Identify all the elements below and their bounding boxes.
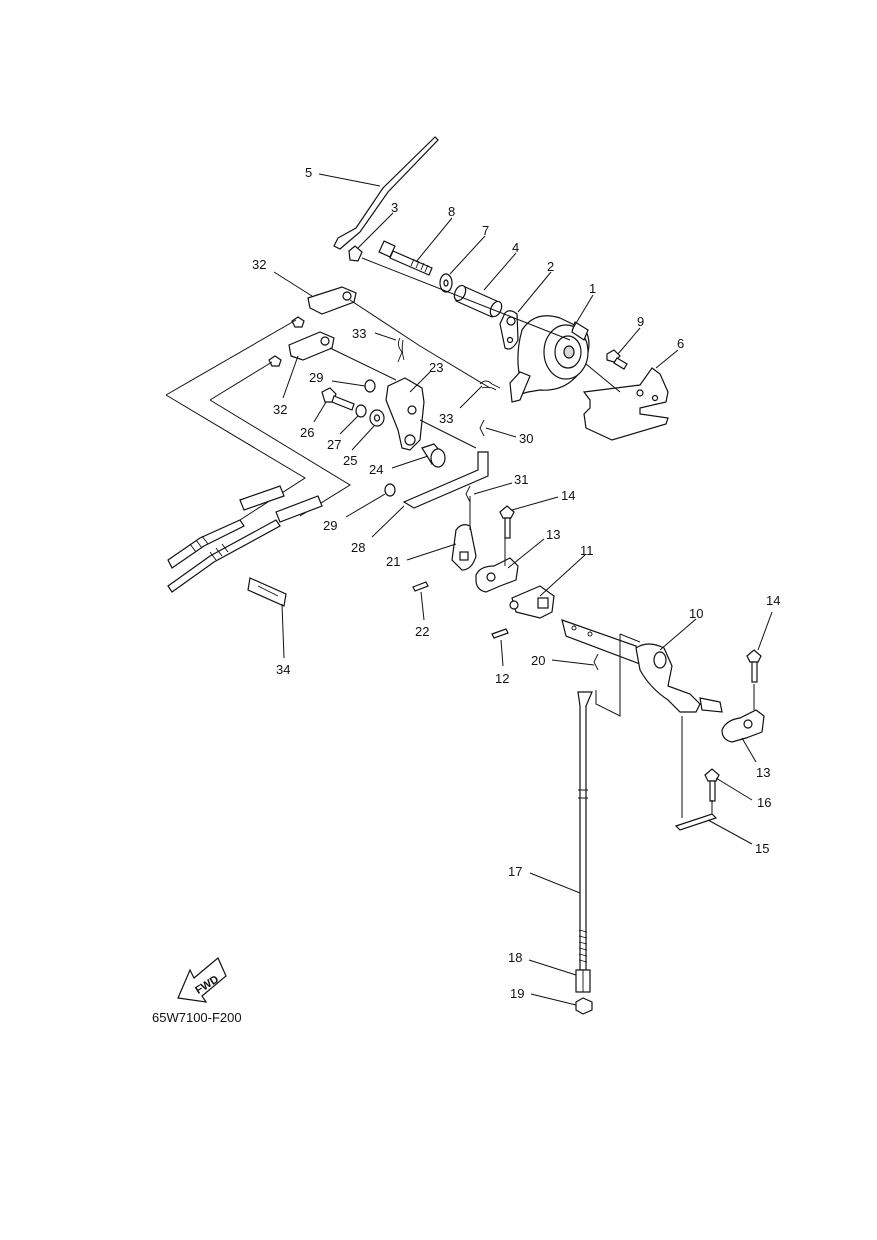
part-17-shift-rod	[577, 691, 593, 971]
callout-28: 28	[351, 540, 365, 555]
callout-14-upper: 14	[561, 488, 575, 503]
part-34-label-plate	[247, 577, 287, 607]
callout-1: 1	[589, 281, 596, 296]
callout-9: 9	[637, 314, 644, 329]
callout-29-upper: 29	[309, 370, 323, 385]
part-5-throttle-rod	[333, 136, 439, 250]
part-13-clamp-lower	[721, 709, 765, 743]
part-14-bolt-lower	[746, 649, 762, 683]
part-24-bushing	[421, 443, 446, 468]
part-27-washer	[355, 404, 367, 418]
control-cables	[165, 319, 351, 593]
callout-13-upper: 13	[546, 527, 560, 542]
callout-27: 27	[327, 437, 341, 452]
part-31-pin	[465, 485, 471, 503]
part-2-link-plate	[499, 310, 519, 350]
callout-24: 24	[369, 462, 383, 477]
callout-13-lower: 13	[756, 765, 770, 780]
part-28-link-rod	[402, 451, 489, 509]
part-11-shift-arm	[509, 585, 555, 619]
callout-33-upper: 33	[352, 326, 366, 341]
part-3-clip	[348, 245, 363, 262]
callout-21: 21	[386, 554, 400, 569]
callout-31: 31	[514, 472, 528, 487]
callout-34: 34	[276, 662, 290, 677]
part-33-cotter-pin-lower	[479, 380, 501, 391]
part-6-bracket	[582, 367, 669, 441]
part-30-pin	[479, 419, 485, 437]
part-8-bolt	[378, 240, 433, 276]
part-16-bolt	[704, 768, 720, 802]
callout-18: 18	[508, 950, 522, 965]
callout-6: 6	[677, 336, 684, 351]
callout-11: 11	[580, 543, 594, 558]
callout-25: 25	[343, 453, 357, 468]
part-22-pin	[412, 581, 429, 592]
callout-8: 8	[448, 204, 455, 219]
part-13-clamp-upper	[475, 557, 519, 593]
callout-14-lower: 14	[766, 593, 780, 608]
part-21-arm	[451, 524, 477, 571]
callouts: 1 2 3 4 5 6 7 8 9 10 11 12 13	[252, 165, 780, 1006]
part-29-washer-upper	[364, 379, 376, 393]
part-26-bolt	[321, 387, 355, 411]
part-18-connector	[575, 969, 591, 993]
callout-17: 17	[508, 864, 522, 879]
callout-16: 16	[757, 795, 771, 810]
joint-nuts	[268, 316, 305, 367]
figure-code: 65W7100-F200	[152, 1010, 242, 1025]
callout-20: 20	[531, 653, 545, 668]
callout-32-lower: 32	[273, 402, 287, 417]
callout-12: 12	[495, 671, 509, 686]
part-4-collar	[453, 284, 503, 318]
part-32-cable-joint-lower	[288, 331, 335, 361]
part-20-pin	[593, 653, 599, 671]
part-14-bolt-upper	[499, 505, 515, 539]
callout-33-lower: 33	[439, 411, 453, 426]
part-29-washer-lower	[384, 483, 396, 497]
callout-10: 10	[689, 606, 703, 621]
callout-29-lower: 29	[323, 518, 337, 533]
callout-26: 26	[300, 425, 314, 440]
callout-4: 4	[512, 240, 519, 255]
part-33-cotter-pin-upper	[397, 337, 405, 363]
part-32-cable-joint-upper	[307, 286, 357, 315]
assembly-lines	[329, 257, 755, 818]
callout-22: 22	[415, 624, 429, 639]
part-9-bolt	[606, 349, 628, 370]
callout-3: 3	[391, 200, 398, 215]
callout-7: 7	[482, 223, 489, 238]
callout-30: 30	[519, 431, 533, 446]
callout-15: 15	[755, 841, 769, 856]
callout-5: 5	[305, 165, 312, 180]
callout-32-upper: 32	[252, 257, 266, 272]
part-25-washer	[369, 409, 385, 427]
fwd-arrow-icon: FWD	[177, 957, 227, 1003]
callout-2: 2	[547, 259, 554, 274]
part-15-plate	[674, 813, 718, 831]
part-1-throttle-cam	[509, 315, 590, 403]
part-7-washer	[439, 273, 453, 293]
callout-19: 19	[510, 986, 524, 1001]
part-12-pin	[491, 628, 509, 639]
part-19-nut	[575, 997, 593, 1015]
callout-23: 23	[429, 360, 443, 375]
part-23-lever	[385, 377, 425, 451]
